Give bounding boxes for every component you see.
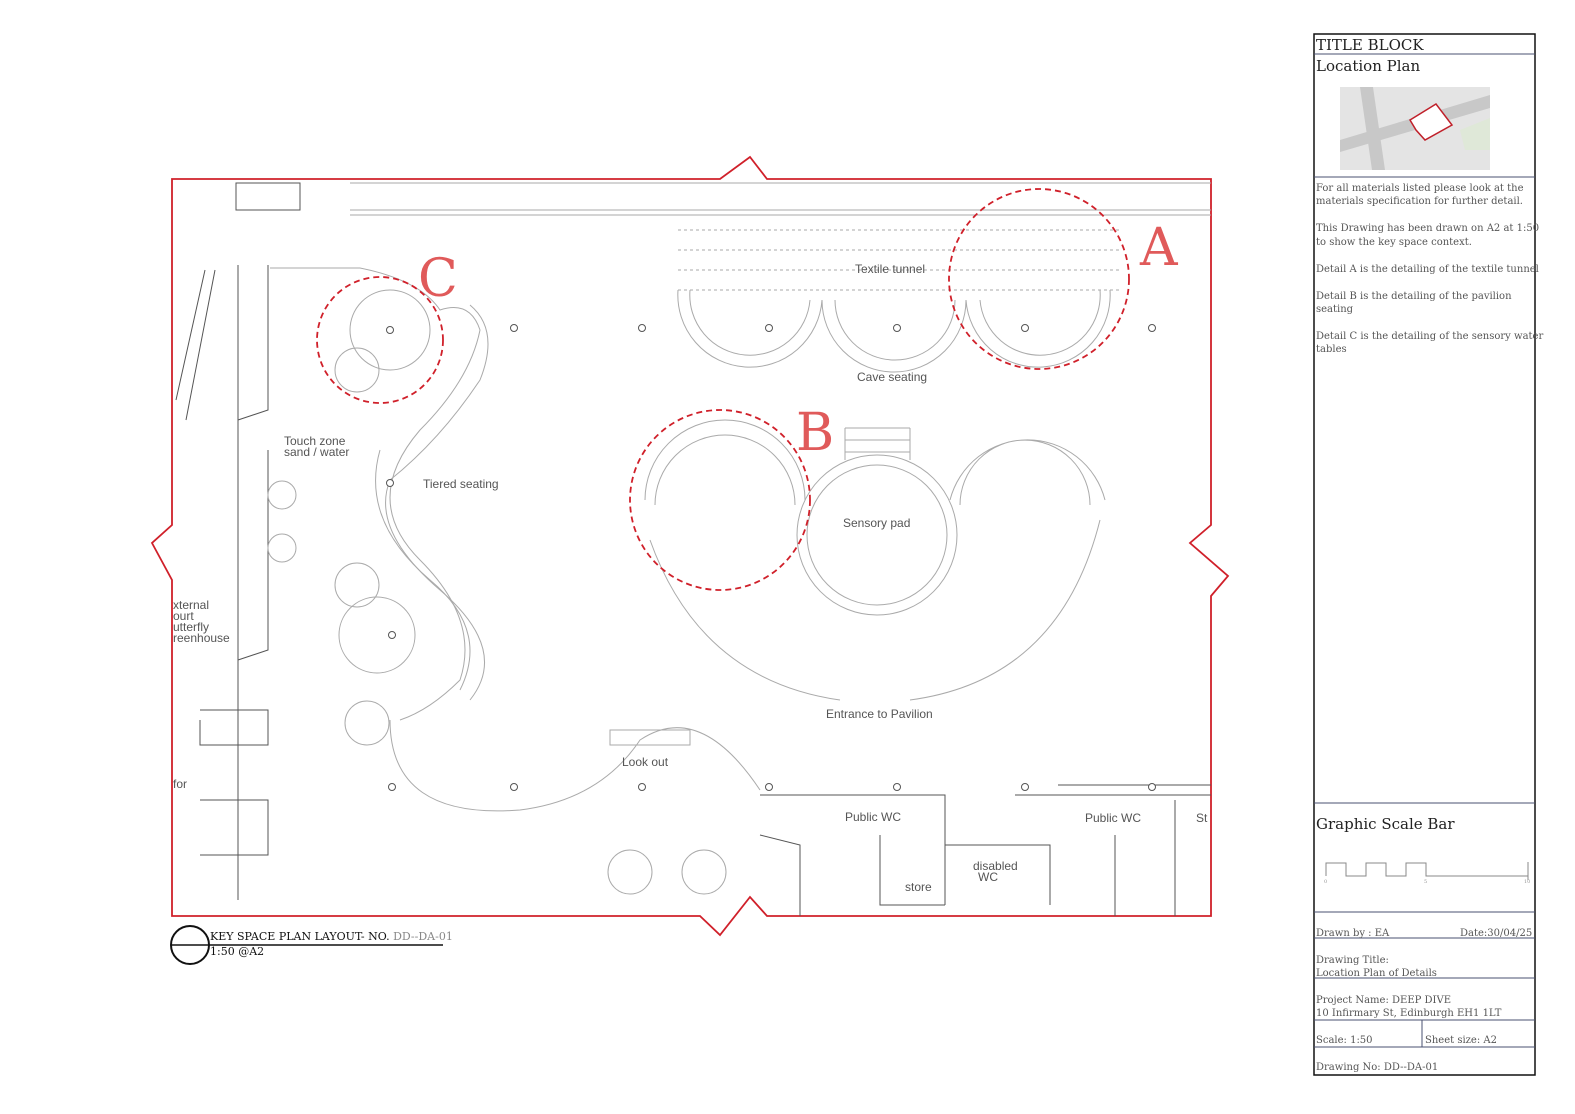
detail-c-marker[interactable] xyxy=(316,276,444,404)
detail-b-marker[interactable] xyxy=(629,409,811,591)
drawing-number: Drawing No: DD--DA-01 xyxy=(1316,1062,1438,1073)
label-touch-zone: Touch zone xyxy=(284,434,346,448)
svg-text:Detail C is the detailing of t: Detail C is the detailing of the sensory… xyxy=(1316,331,1543,342)
label-greenhouse: xternal xyxy=(173,598,209,612)
caption-title: KEY SPACE PLAN LAYOUT- NO. xyxy=(210,930,390,943)
svg-text:10: 10 xyxy=(1524,879,1530,885)
location-plan-title: Location Plan xyxy=(1316,57,1420,75)
label-tiered-seating: Tiered seating xyxy=(423,477,499,491)
svg-text:Detail A is the detailing of t: Detail A is the detailing of the textile… xyxy=(1316,264,1539,275)
label-for: for xyxy=(173,777,187,791)
date: Date:30/04/25 xyxy=(1460,928,1532,939)
svg-text:Drawing Title:: Drawing Title: xyxy=(1316,955,1389,966)
label-disabled-wc: disabled xyxy=(973,859,1018,873)
svg-text:Detail B is the detailing of t: Detail B is the detailing of the pavilio… xyxy=(1316,291,1512,302)
project-name: Project Name: DEEP DIVE xyxy=(1316,995,1451,1006)
svg-text:For all materials listed pleas: For all materials listed please look at … xyxy=(1316,183,1524,194)
label-public-wc: Public WC xyxy=(845,810,901,824)
detail-b-label: B xyxy=(796,403,834,463)
label-store: store xyxy=(905,880,932,894)
label-disabled-wc-sub: WC xyxy=(978,870,998,884)
graphic-scale-bar: 0 5 10 xyxy=(1324,862,1530,885)
label-entrance: Entrance to Pavilion xyxy=(826,707,933,721)
label-st: St xyxy=(1196,811,1208,825)
scale-bar-title: Graphic Scale Bar xyxy=(1316,815,1455,833)
label-textile-tunnel: Textile tunnel xyxy=(855,262,925,276)
detail-a-label: A xyxy=(1139,218,1179,278)
plan-linework xyxy=(175,182,1211,916)
label-touch-zone-sub: sand / water xyxy=(284,445,349,459)
location-plan-map xyxy=(1340,87,1490,170)
scale: Scale: 1:50 xyxy=(1316,1035,1373,1046)
title-block-heading: TITLE BLOCK xyxy=(1316,36,1424,54)
label-greenhouse: ourt xyxy=(173,609,194,623)
svg-text:seating: seating xyxy=(1316,304,1354,315)
detail-c-label: C xyxy=(418,249,458,309)
svg-text:0: 0 xyxy=(1324,879,1327,885)
svg-text:tables: tables xyxy=(1316,344,1347,355)
svg-text:5: 5 xyxy=(1424,879,1427,885)
plan-boundary xyxy=(150,155,1230,937)
caption-number: DD--DA-01 xyxy=(393,930,453,943)
project-address: 10 Infirmary St, Edinburgh EH1 1LT xyxy=(1316,1008,1502,1019)
title-block: TITLE BLOCK Location Plan For all materi… xyxy=(1313,33,1543,1076)
label-public-wc: Public WC xyxy=(1085,811,1141,825)
label-greenhouse: utterfly xyxy=(173,620,209,634)
label-greenhouse: reenhouse xyxy=(173,631,230,645)
caption-scale: 1:50 @A2 xyxy=(210,945,264,958)
svg-text:to show the key space context.: to show the key space context. xyxy=(1316,237,1472,248)
sheet-size: Sheet size: A2 xyxy=(1425,1035,1497,1046)
svg-text:materials specification for fu: materials specification for further deta… xyxy=(1316,196,1523,207)
drawn-by: Drawn by : EA xyxy=(1316,928,1390,939)
label-look-out: Look out xyxy=(622,755,669,769)
drawing-title: Location Plan of Details xyxy=(1316,968,1437,979)
svg-text:This Drawing has been drawn o: This Drawing has been drawn on A2 at 1:5… xyxy=(1316,223,1539,234)
label-cave-seating: Cave seating xyxy=(857,370,927,384)
detail-a-marker[interactable] xyxy=(948,188,1130,370)
drawing-caption: KEY SPACE PLAN LAYOUT- NO. DD--DA-01 1:5… xyxy=(170,925,453,965)
label-sensory-pad: Sensory pad xyxy=(843,516,910,530)
svg-text:KEY SPACE PLAN LAYOUT- NO. DD-: KEY SPACE PLAN LAYOUT- NO. DD--DA-01 xyxy=(210,930,453,943)
